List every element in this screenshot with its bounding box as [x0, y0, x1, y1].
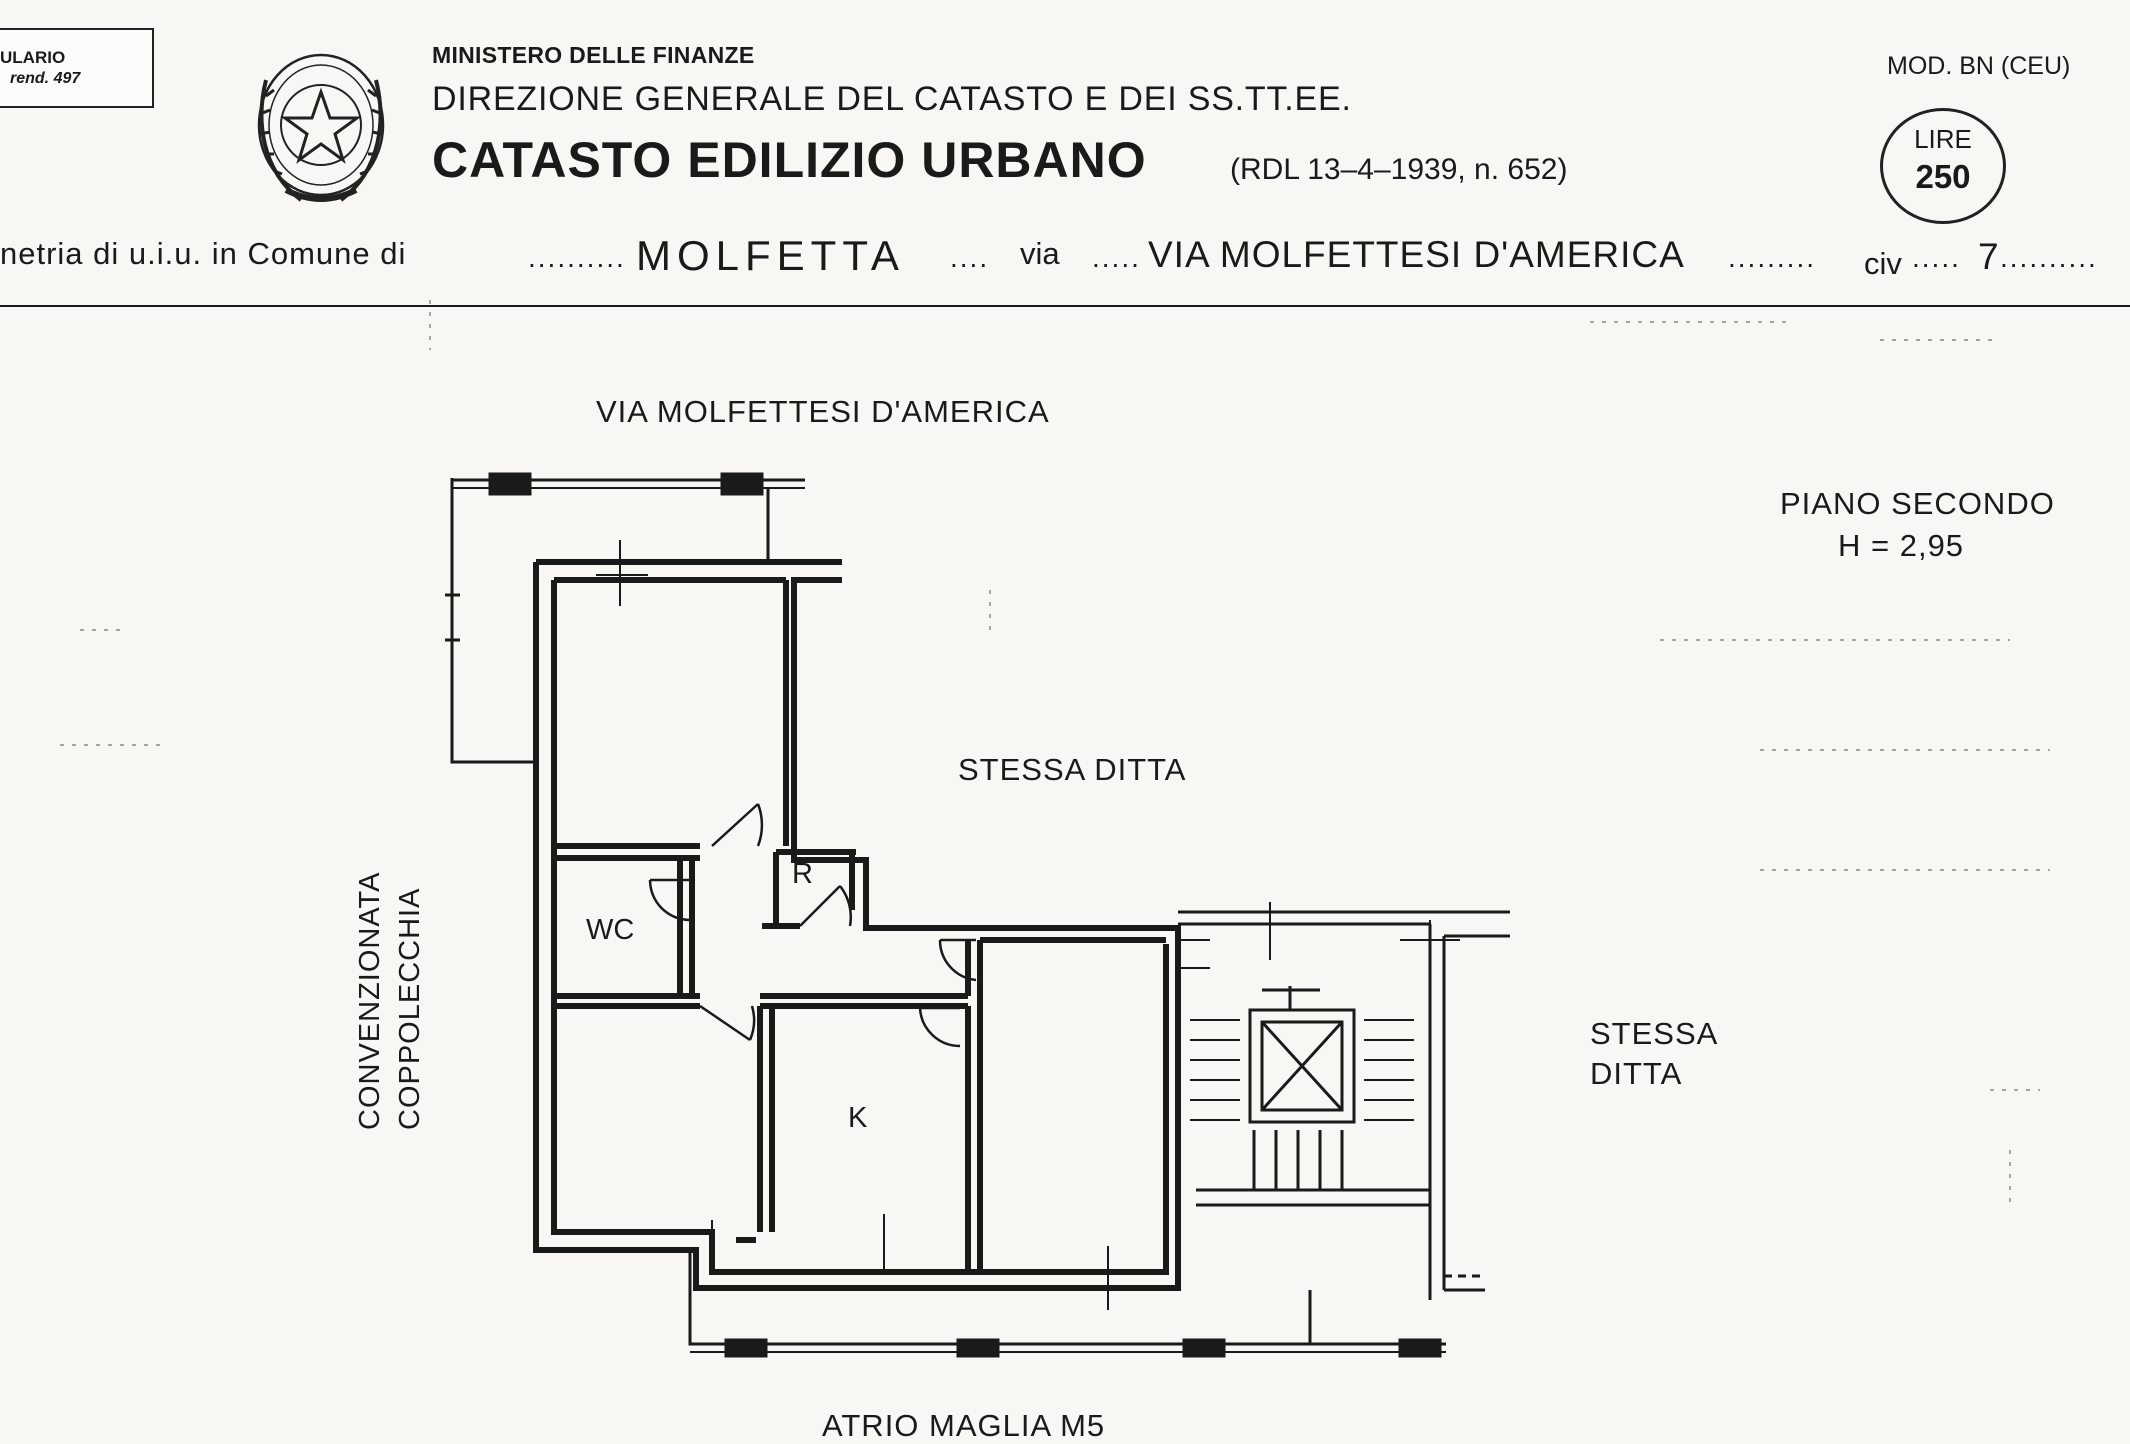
stamp-text-1: ULARIO — [0, 48, 66, 67]
staircase — [1178, 910, 1510, 1300]
dotted-leader: .......... — [2000, 242, 2098, 273]
neighbor-label-top: STESSA DITTA — [958, 752, 1187, 787]
form-model: MOD. BN (CEU) — [1887, 52, 2071, 80]
neighbor-label-left-1: CONVENZIONATA — [354, 871, 386, 1130]
form-prefix: netria di u.i.u. in Comune di — [0, 236, 407, 271]
stamp-box — [0, 28, 154, 108]
comune-value: MOLFETTA — [636, 232, 905, 279]
price-stamp — [1880, 108, 2006, 224]
document-title: CATASTO EDILIZIO URBANO — [432, 132, 1147, 188]
balcony-top — [445, 472, 805, 764]
room-r-label: R — [792, 858, 813, 890]
height-label: H = 2,95 — [1838, 528, 1965, 563]
balcony-bottom — [688, 1250, 1446, 1358]
republic-emblem-icon — [257, 53, 385, 202]
decree-reference: (RDL 13–4–1939, n. 652) — [1230, 153, 1568, 186]
via-label: via — [1020, 236, 1060, 271]
via-value: VIA MOLFETTESI D'AMERICA — [1148, 234, 1685, 275]
window-ticks — [596, 540, 1460, 1310]
dotted-leader: ......... — [1728, 242, 1817, 273]
stair-treads — [1190, 1019, 1414, 1121]
dotted-leader: ..... — [1092, 242, 1141, 273]
dotted-leader: .......... — [528, 242, 626, 273]
price-label: LIRE — [1914, 124, 1972, 154]
neighbor-label-right-1: STESSA — [1590, 1016, 1719, 1051]
civ-value: 7 — [1978, 236, 1999, 277]
civ-label: civ — [1864, 246, 1902, 281]
room-wc-label: WC — [586, 914, 635, 946]
room-k-label: K — [848, 1102, 868, 1134]
neighbor-label-right-2: DITTA — [1590, 1056, 1683, 1091]
ministry-name: MINISTERO DELLE FINANZE — [432, 42, 755, 68]
background-marks — [60, 300, 2050, 1210]
doors — [648, 803, 977, 1048]
dotted-leader: ..... — [1912, 242, 1961, 273]
price-value: 250 — [1915, 158, 1971, 195]
bottom-label: ATRIO MAGLIA M5 — [822, 1408, 1106, 1443]
neighbor-label-left-2: COPPOLECCHIA — [394, 887, 426, 1130]
street-label-top: VIA MOLFETTESI D'AMERICA — [596, 394, 1050, 429]
dotted-leader: .... — [950, 242, 990, 273]
floor-label: PIANO SECONDO — [1780, 486, 2055, 521]
directorate-name: DIREZIONE GENERALE DEL CATASTO E DEI SS.… — [432, 80, 1352, 118]
stamp-text-2: rend. 497 — [10, 70, 81, 87]
